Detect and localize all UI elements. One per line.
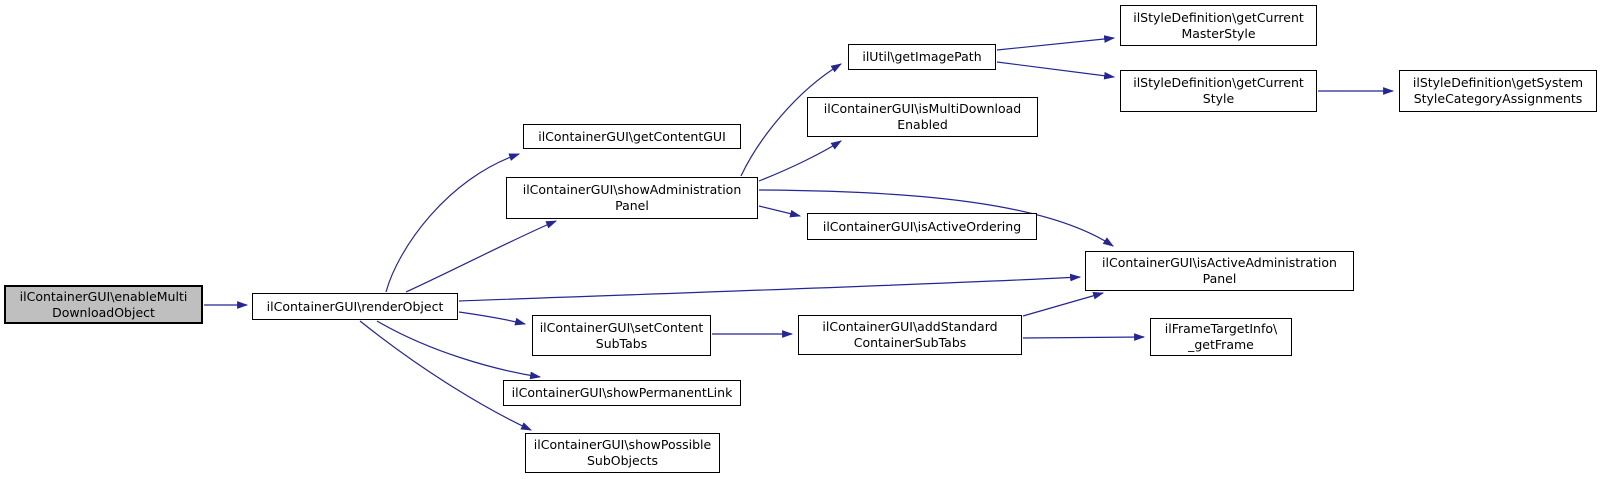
- node-getImagePath[interactable]: ilUtil\getImagePath: [848, 44, 996, 70]
- node-label: ilContainerGUI\addStandard: [822, 319, 998, 334]
- node-label: Panel: [1202, 271, 1237, 286]
- node-isActiveAdministrationPanel[interactable]: ilContainerGUI\isActiveAdministration Pa…: [1085, 251, 1354, 291]
- node-label: ilContainerGUI\getContentGUI: [538, 128, 726, 144]
- edge-addStandardContainerSubTabs-getFrame: [1022, 333, 1146, 341]
- node-showAdministrationPanel[interactable]: ilContainerGUI\showAdministration Panel: [506, 177, 758, 219]
- node-isMultiDownloadEnabled[interactable]: ilContainerGUI\isMultiDownload Enabled: [807, 97, 1038, 137]
- edge-showAdministrationPanel-isMultiDownloadEnabled: [758, 140, 842, 182]
- node-label: ilFrameTargetInfo\: [1164, 321, 1278, 336]
- node-label: ilContainerGUI\renderObject: [266, 298, 444, 314]
- node-label: ilContainerGUI\showAdministration: [522, 182, 742, 197]
- node-label: DownloadObject: [52, 304, 155, 320]
- node-label: ilStyleDefinition\getCurrent: [1133, 9, 1304, 25]
- edge-renderObject-showPossibleSubObjects: [359, 320, 532, 431]
- node-label: Enabled: [897, 117, 948, 132]
- node-label: ilContainerGUI\isMultiDownload: [823, 101, 1022, 116]
- edge-showAdministrationPanel-isActiveOrdering: [758, 205, 802, 218]
- node-isActiveOrdering[interactable]: ilContainerGUI\isActiveOrdering: [807, 213, 1037, 240]
- node-label: _getFrame: [1188, 337, 1254, 352]
- node-label: ilStyleDefinition\getSystem: [1412, 75, 1584, 90]
- edge-renderObject-isActiveAdministrationPanel: [458, 273, 1082, 302]
- edge-renderObject-setContentSubTabs: [458, 311, 527, 326]
- node-label: ilContainerGUI\showPermanentLink: [511, 385, 733, 400]
- node-label: SubTabs: [595, 335, 648, 351]
- node-setContentSubTabs[interactable]: ilContainerGUI\setContent SubTabs: [532, 315, 711, 356]
- node-label: ilUtil\getImagePath: [862, 49, 982, 64]
- node-label: ilContainerGUI\isActiveOrdering: [822, 218, 1022, 234]
- node-renderObject[interactable]: ilContainerGUI\renderObject: [252, 293, 458, 320]
- node-showPossibleSubObjects[interactable]: ilContainerGUI\showPossible SubObjects: [525, 433, 720, 473]
- node-label: ilContainerGUI\showPossible: [533, 437, 712, 452]
- node-getCurrentStyle[interactable]: ilStyleDefinition\getCurrent Style: [1120, 70, 1317, 112]
- edge-getImagePath-getCurrentStyle: [996, 61, 1116, 80]
- edge-renderObject-showPermanentLink: [376, 320, 542, 380]
- edge-addStandardContainerSubTabs-isActiveAdministrationPanel: [1022, 292, 1105, 317]
- edge-getImagePath-getCurrentMasterStyle: [996, 35, 1116, 51]
- node-label: StyleCategoryAssignments: [1413, 91, 1583, 106]
- node-label: Panel: [615, 198, 649, 213]
- node-enableMultiDownloadObject: ilContainerGUI\enableMulti DownloadObjec…: [4, 285, 203, 324]
- node-label: ilContainerGUI\setContent: [539, 319, 704, 335]
- edge-renderObject-showAdministrationPanel: [405, 220, 558, 293]
- edge-showAdministrationPanel-getImagePath: [740, 63, 842, 177]
- node-getFrame[interactable]: ilFrameTargetInfo\ _getFrame: [1150, 318, 1292, 356]
- node-label: ilContainerGUI\isActiveAdministration: [1102, 255, 1337, 270]
- node-getSystemStyleCategoryAssignments[interactable]: ilStyleDefinition\getSystem StyleCategor…: [1399, 70, 1597, 112]
- node-label: MasterStyle: [1181, 25, 1256, 41]
- edge-showAdministrationPanel-isActiveAdministrationPanel: [758, 189, 1114, 247]
- node-label: ilStyleDefinition\getCurrent: [1133, 75, 1304, 90]
- node-addStandardContainerSubTabs[interactable]: ilContainerGUI\addStandard ContainerSubT…: [798, 315, 1022, 355]
- node-label: SubObjects: [586, 453, 658, 468]
- node-label: ilContainerGUI\enableMulti: [19, 288, 188, 304]
- node-getCurrentMasterStyle[interactable]: ilStyleDefinition\getCurrent MasterStyle: [1120, 5, 1317, 46]
- node-getContentGUI[interactable]: ilContainerGUI\getContentGUI: [523, 124, 741, 149]
- node-label: Style: [1202, 91, 1235, 106]
- node-label: ContainerSubTabs: [853, 335, 967, 350]
- node-showPermanentLink[interactable]: ilContainerGUI\showPermanentLink: [503, 380, 741, 406]
- edge-renderObject-getContentGUI: [385, 153, 521, 293]
